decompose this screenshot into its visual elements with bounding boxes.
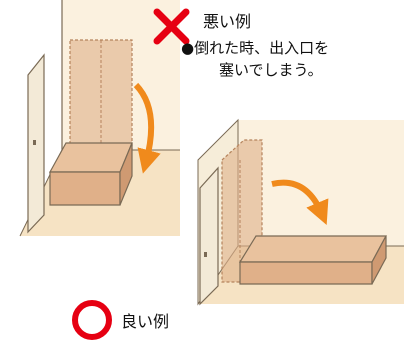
cabinet-fallen-front — [49, 171, 121, 206]
door-handle-icon-2 — [204, 252, 207, 257]
bad-example-title: 悪い例 — [203, 12, 252, 31]
cabinet-fallen-top-2 — [238, 235, 388, 263]
bad-example-note-line1: ●倒れた時、出入口を — [181, 39, 330, 57]
fall-arrow-icon — [133, 82, 161, 174]
door-2 — [199, 166, 219, 306]
cross-mark-icon — [153, 8, 190, 45]
good-example-scene — [197, 118, 404, 306]
cabinet-fallen-side — [119, 142, 133, 206]
fall-arrow-icon-2 — [271, 179, 329, 226]
bad-example-scene — [19, 0, 180, 237]
cabinet-fallen-side-2 — [371, 235, 387, 285]
bad-example-note-line2: 塞いでしまう。 — [219, 61, 323, 79]
cabinet-fallen-front-2 — [239, 261, 373, 285]
back-wall-2 — [238, 120, 404, 246]
circle-mark-icon — [72, 300, 112, 340]
good-example-title: 良い例 — [121, 312, 170, 331]
door-handle-icon — [33, 140, 36, 145]
